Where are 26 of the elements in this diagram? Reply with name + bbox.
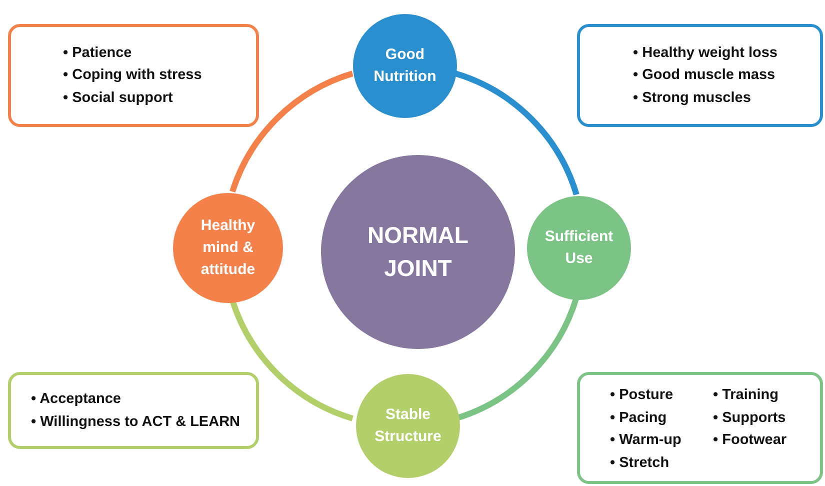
bullet-item: • Social support (63, 88, 174, 108)
bullet-item: • Supports (713, 408, 787, 428)
circle-label: Sufficient Use (544, 227, 614, 269)
bullet-item: • Willingness to ACT & LEARN (31, 412, 240, 432)
bullet-item: • Stretch (610, 454, 670, 472)
circle-label: Stable Structure (374, 405, 442, 447)
bullet-item: • Training (713, 386, 780, 405)
circle-label: Good Nutrition (372, 45, 438, 87)
bullet-list-card (8, 372, 259, 449)
circle-label: Healthy mind & attitude (200, 216, 256, 280)
ring-arc-connector (230, 70, 354, 193)
bullet-item: • Warm-up (610, 431, 682, 450)
bullet-item: • Pacing (610, 408, 668, 428)
bullet-item: • Acceptance (31, 390, 122, 409)
bullet-item: • Strong muscles (633, 88, 752, 108)
bullet-item: • Coping with stress (63, 66, 202, 86)
bullet-list-card (577, 24, 823, 127)
bullet-item: • Patience (63, 44, 133, 63)
bullet-item: • Posture (610, 386, 674, 405)
circle-label: NORMAL JOINT (366, 220, 470, 283)
bullet-item: • Good muscle mass (633, 66, 776, 86)
bullet-item: • Healthy weight loss (633, 44, 778, 63)
ring-arc-connector (454, 70, 580, 196)
bullet-item: • Footwear (713, 431, 788, 450)
bullet-list-card (577, 372, 823, 484)
bullet-list-card (8, 24, 259, 127)
